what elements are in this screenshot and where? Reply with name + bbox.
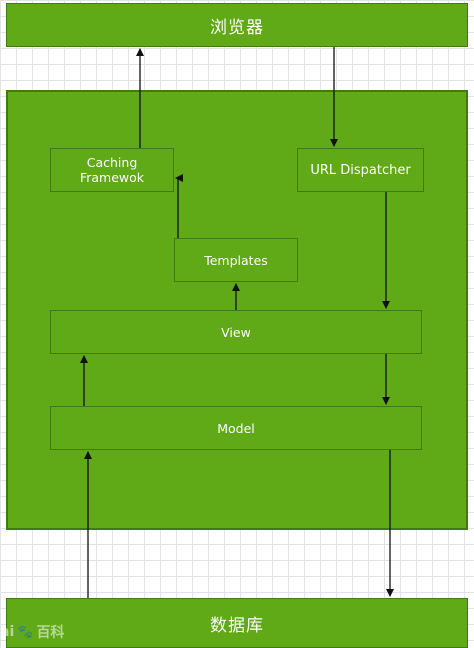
caching-label-line1: Caching <box>86 155 138 170</box>
browser-label: 浏览器 <box>210 17 264 38</box>
caching-framework-node: Caching Framewok <box>50 148 174 192</box>
model-node: Model <box>50 406 422 450</box>
caching-label-line2: Framewok <box>79 170 145 185</box>
url-dispatcher-node: URL Dispatcher <box>297 148 424 192</box>
browser-node: 浏览器 <box>6 3 468 47</box>
database-label: 数据库 <box>210 615 264 636</box>
templates-node: Templates <box>174 238 298 282</box>
watermark-right-text: 百科 <box>36 625 65 641</box>
view-node: View <box>50 310 422 354</box>
baidu-baike-watermark: ai 🐾 百科 <box>0 622 64 642</box>
templates-label: Templates <box>204 252 268 268</box>
model-label: Model <box>217 420 255 436</box>
watermark-left-text: ai <box>0 624 15 640</box>
view-label: View <box>221 324 251 340</box>
url-dispatcher-label: URL Dispatcher <box>310 162 411 178</box>
arrow-templates-to-caching <box>175 174 183 238</box>
paw-icon: 🐾 <box>17 624 34 640</box>
